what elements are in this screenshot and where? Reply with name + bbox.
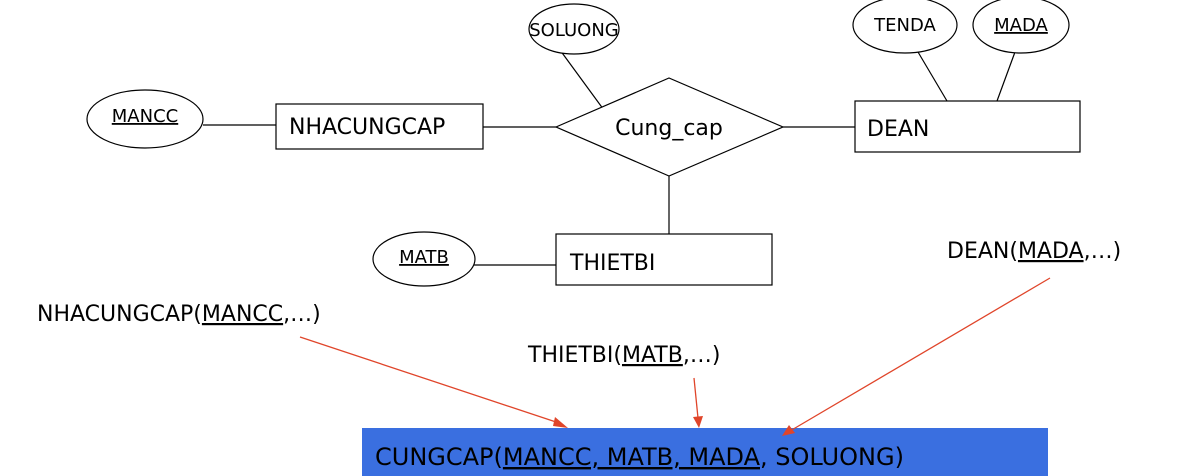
schema-nhacungcap-name: NHACUNGCAP( (37, 302, 202, 327)
entity-dean: DEAN (854, 100, 1081, 153)
schema-thietbi-rest: ,…) (683, 343, 721, 368)
attribute-mancc-label: MANCC (112, 106, 178, 127)
entity-thietbi-box (555, 233, 773, 286)
schema-dean: DEAN(MADA,…) (947, 239, 1121, 264)
relationship-diamond (554, 77, 785, 177)
arrow-nhacungcap-to-result (299, 336, 560, 424)
attribute-soluong-label: SOLUONG (529, 20, 618, 41)
attribute-mada-shape (972, 0, 1070, 54)
schema-thietbi-name: THIETBI( (527, 343, 622, 368)
result-name: CUNGCAP( (375, 443, 503, 471)
attribute-soluong: SOLUONG (528, 3, 620, 55)
result-keys: MANCC, MATB, MADA (503, 443, 761, 471)
attribute-tenda: TENDA (852, 0, 958, 54)
relationship-cung-cap: Cung_cap (554, 77, 785, 177)
arrow-thietbi-to-result (693, 377, 699, 419)
attribute-matb-label: MATB (399, 247, 449, 268)
entity-nhacungcap-box (275, 103, 484, 150)
entity-nhacungcap-label: NHACUNGCAP (289, 115, 445, 140)
attribute-tenda-shape (852, 0, 958, 54)
attribute-mancc-shape (86, 89, 204, 149)
result-rest: , SOLUONG) (760, 443, 904, 471)
attribute-mada-label: MADA (994, 15, 1048, 36)
attribute-matb-shape (372, 231, 476, 287)
result-box (362, 428, 1048, 476)
schema-nhacungcap-key: MANCC (202, 302, 283, 327)
result-schema: CUNGCAP(MANCC, MATB, MADA, SOLUONG) (375, 443, 904, 471)
entity-thietbi-label: THIETBI (569, 251, 655, 276)
entity-thietbi: THIETBI (555, 233, 773, 286)
attribute-mada: MADA (972, 0, 1070, 54)
arrowhead-dean (782, 425, 795, 436)
relationship-label: Cung_cap (615, 116, 723, 141)
entity-nhacungcap: NHACUNGCAP (275, 103, 484, 150)
schema-nhacungcap: NHACUNGCAP(MANCC,…) (37, 302, 321, 327)
attribute-mancc: MANCC (86, 89, 204, 149)
arrowhead-thietbi (693, 416, 703, 428)
schema-thietbi: THIETBI(MATB,…) (527, 343, 720, 368)
entity-dean-box (854, 100, 1081, 153)
entity-dean-label: DEAN (867, 117, 929, 142)
connector-mada-dean (996, 51, 1016, 102)
attribute-tenda-label: TENDA (873, 15, 936, 36)
schema-thietbi-key: MATB (622, 343, 683, 368)
connector-tenda-dean (917, 51, 948, 102)
attribute-soluong-shape (528, 3, 620, 55)
arrow-dean-to-result (789, 277, 1051, 432)
schema-dean-key: MADA (1018, 239, 1084, 264)
schema-nhacungcap-rest: ,…) (283, 302, 321, 327)
schema-dean-rest: ,…) (1084, 239, 1122, 264)
attribute-matb: MATB (372, 231, 476, 287)
arrowhead-nhacungcap (553, 417, 568, 428)
schema-dean-name: DEAN( (947, 239, 1018, 264)
